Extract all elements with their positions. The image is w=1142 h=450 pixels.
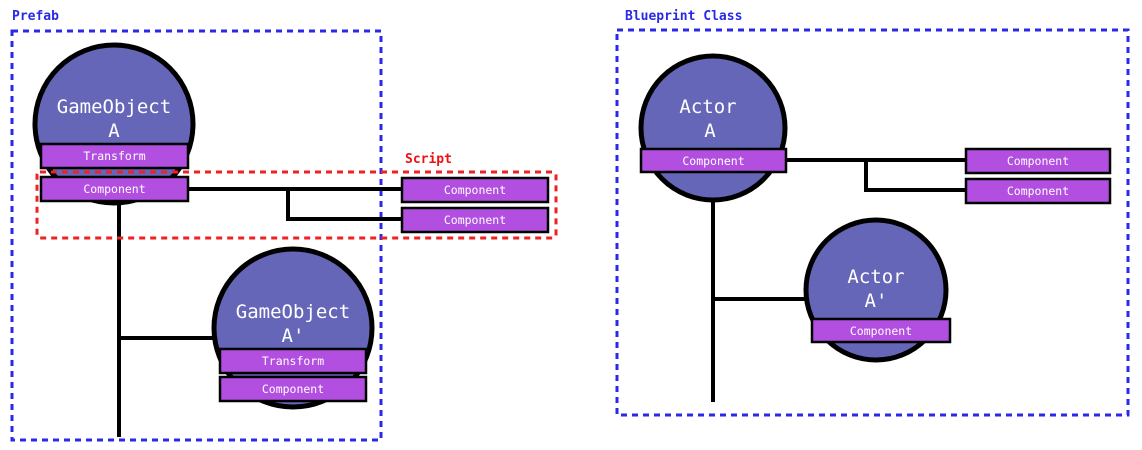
actor-a-letter: A — [704, 120, 716, 142]
gameobject-a-transform-label: Transform — [83, 149, 145, 163]
gameobject-a-prime-name: GameObject — [236, 301, 350, 323]
script-component-1-label: Component — [444, 183, 506, 197]
prefab-title: Prefab — [12, 9, 59, 24]
blueprint-component-1[interactable]: Component — [964, 147, 1112, 175]
actor-a-prime-component-label: Component — [850, 324, 912, 338]
actor-a-prime-name: Actor — [847, 266, 904, 288]
actor-a-prime-letter: A' — [865, 290, 888, 312]
script-frame — [35, 170, 558, 240]
script-component-2[interactable]: Component — [400, 206, 550, 234]
actor-a-prime-component[interactable]: Component — [810, 317, 952, 344]
gameobject-a-name: GameObject — [57, 96, 171, 118]
prefab-frame — [10, 29, 383, 442]
blueprint-connectors — [711, 158, 966, 402]
blueprint-title: Blueprint Class — [625, 9, 742, 24]
blueprint-frame — [615, 28, 1130, 417]
gameobject-a-prime-component[interactable]: Component — [218, 375, 368, 403]
actor-a-name: Actor — [679, 96, 736, 118]
actor-a-component-label: Component — [682, 154, 744, 168]
gameobject-a-component[interactable]: Component — [39, 175, 190, 203]
gameobject-a-prime-transform[interactable]: Transform — [218, 347, 368, 375]
blueprint-component-1-label: Component — [1007, 154, 1069, 168]
gameobject-a-letter: A — [108, 120, 120, 142]
gameobject-a-prime-component-label: Component — [262, 382, 324, 396]
actor-a-node[interactable]: Actor A — [638, 53, 788, 203]
gameobject-a-prime-letter: A' — [282, 325, 305, 347]
blueprint-component-2-label: Component — [1007, 184, 1069, 198]
gameobject-a-transform[interactable]: Transform — [39, 142, 190, 170]
blueprint-component-2[interactable]: Component — [964, 177, 1112, 205]
script-component-2-label: Component — [444, 213, 506, 227]
script-title: Script — [405, 152, 452, 167]
gameobject-a-prime-transform-label: Transform — [262, 354, 324, 368]
actor-a-component[interactable]: Component — [639, 147, 788, 174]
gameobject-a-component-label: Component — [83, 182, 145, 196]
script-component-1[interactable]: Component — [400, 176, 550, 204]
